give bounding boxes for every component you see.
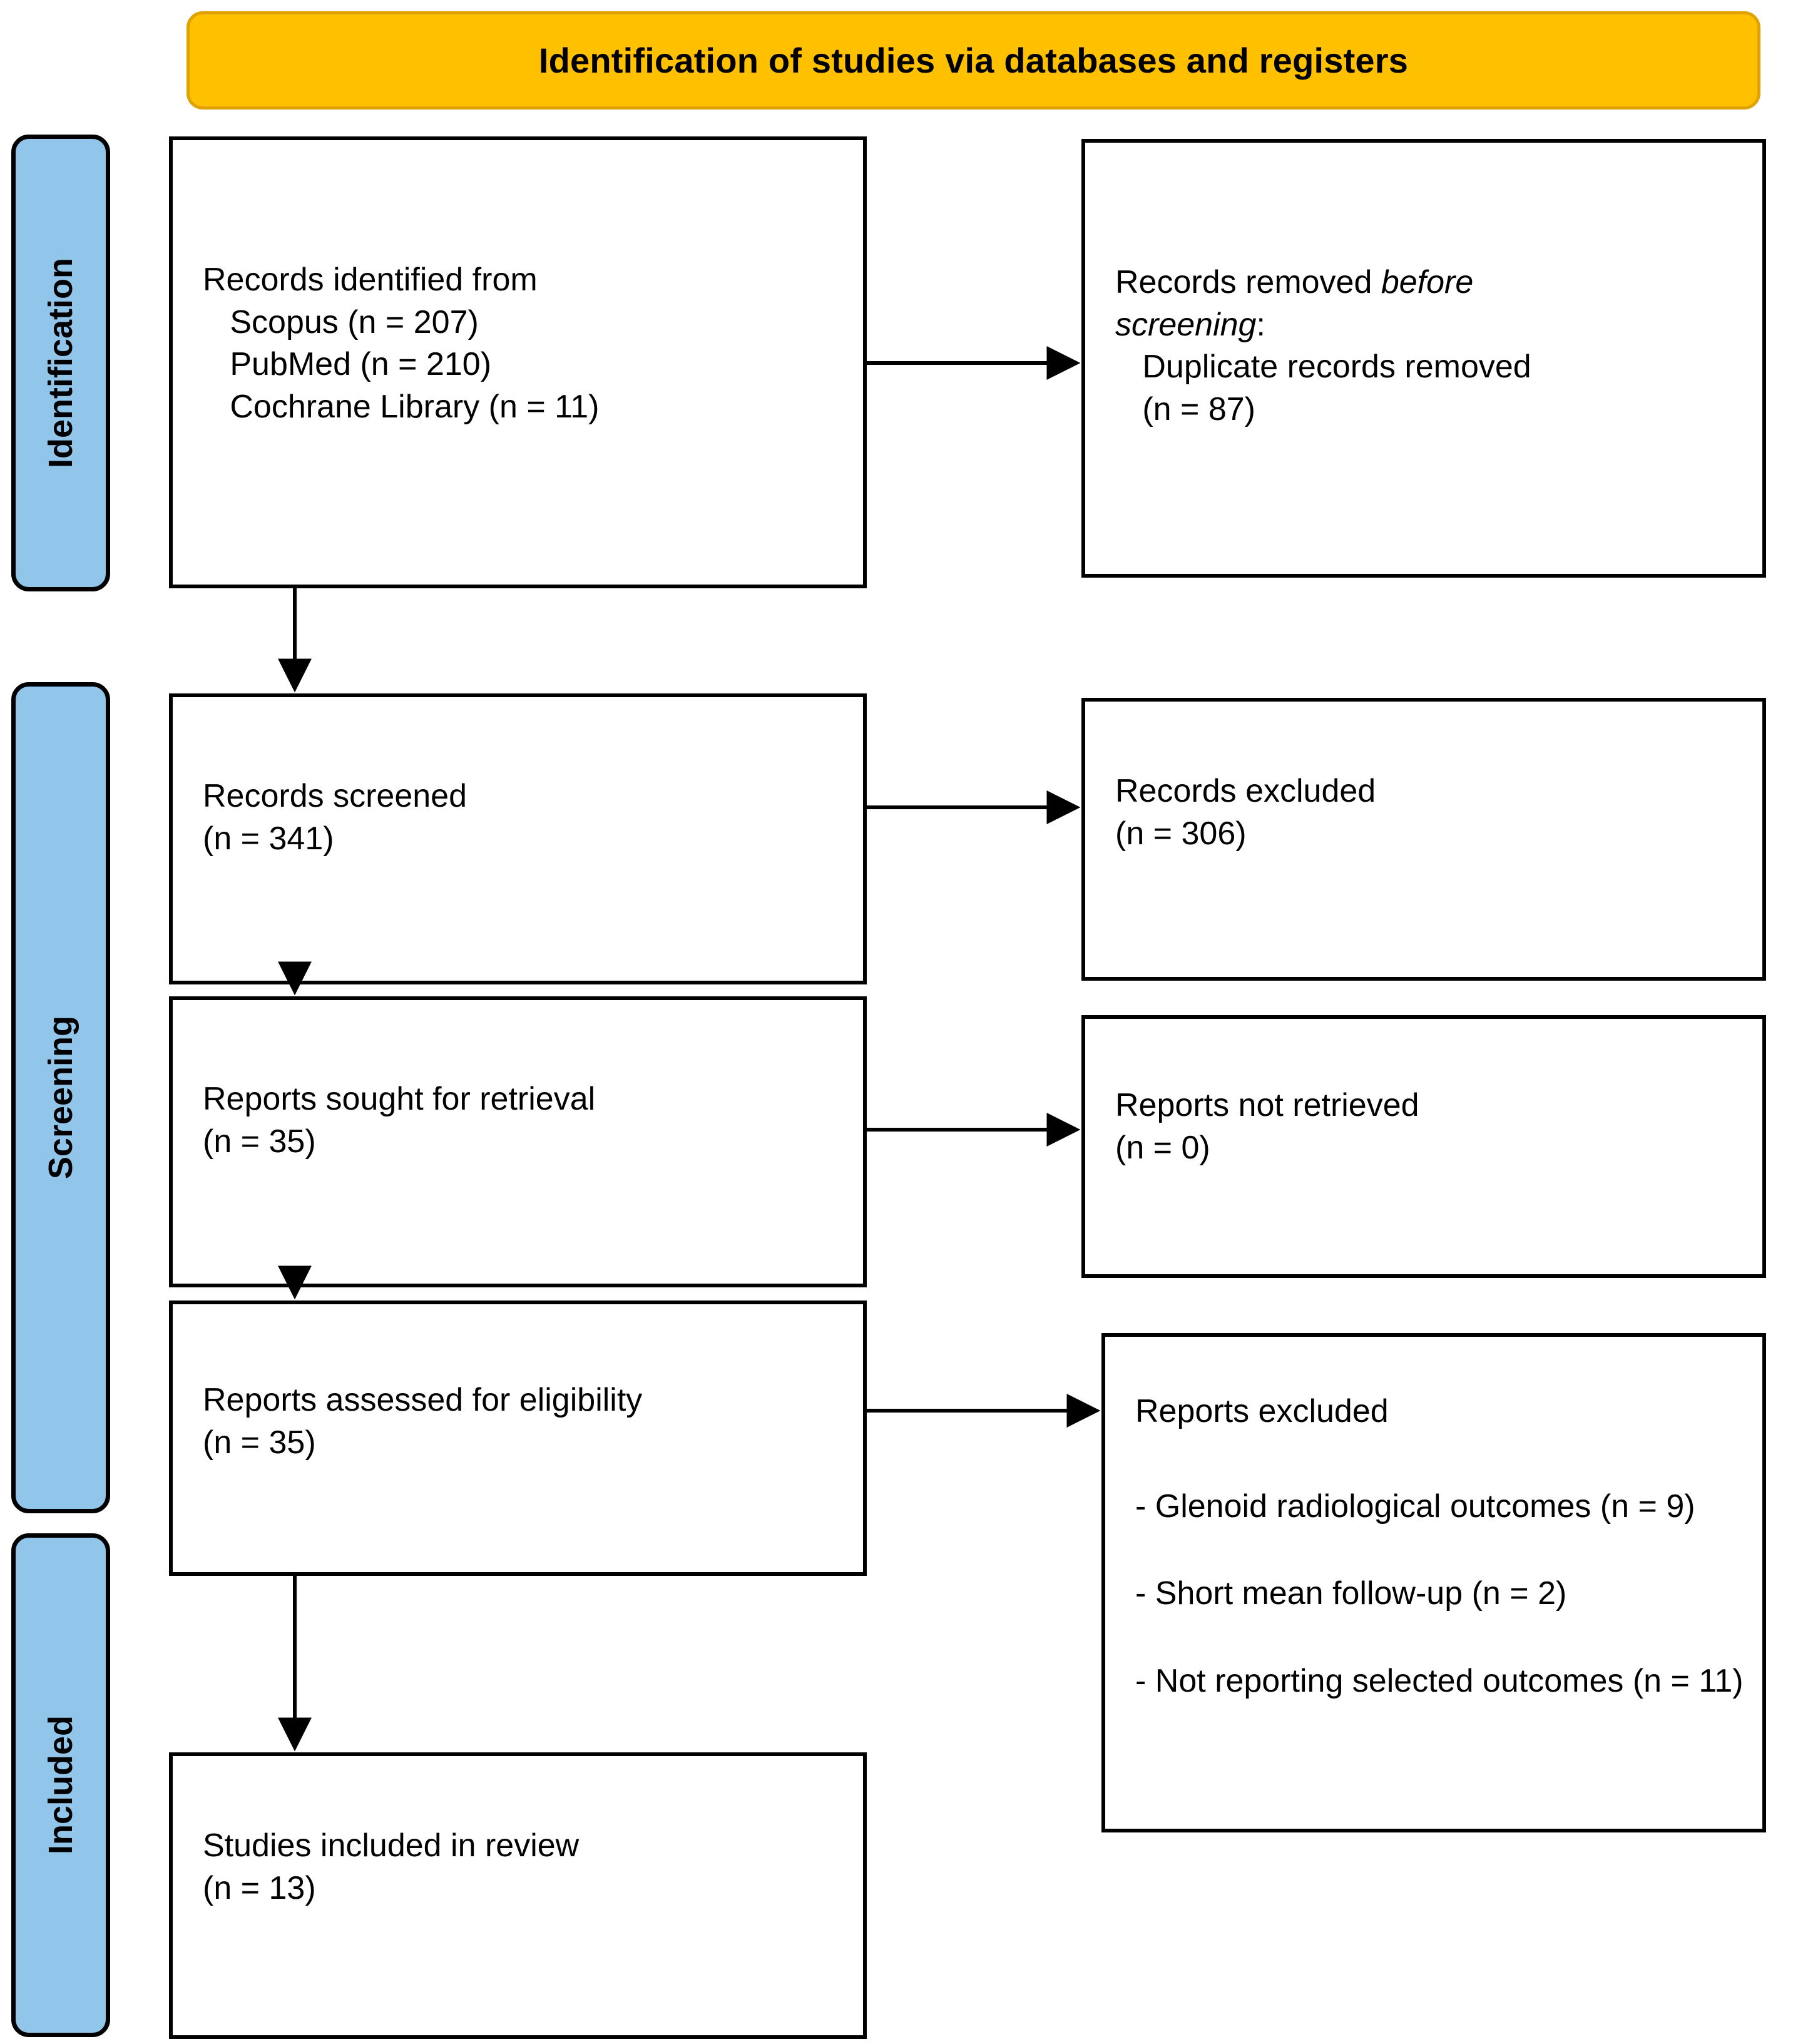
diagram-title: Identification of studies via databases …	[538, 40, 1409, 80]
removed-line1-prefix: Records removed	[1115, 264, 1381, 300]
box-records-identified-text: Records identified from Scopus (n = 207)…	[203, 262, 600, 425]
box-records-removed-before-screening: Records removed before screening: Duplic…	[1081, 139, 1766, 578]
removed-line1-italic: before	[1381, 264, 1474, 300]
box-studies-included-text: Studies included in review (n = 13)	[203, 1827, 580, 1906]
box-reports-not-retrieved: Reports not retrieved (n = 0)	[1081, 1015, 1766, 1278]
box-records-excluded: Records excluded (n = 306)	[1081, 698, 1766, 981]
box-reports-sought-for-retrieval: Reports sought for retrieval (n = 35)	[169, 996, 867, 1287]
stage-bar-included: Included	[11, 1533, 110, 2037]
stage-label-identification: Identification	[42, 258, 79, 468]
box-records-screened-text: Records screened (n = 341)	[203, 778, 467, 857]
box-reports-excluded-content: Reports excluded - Glenoid radiological …	[1135, 1391, 1747, 1702]
stage-label-screening: Screening	[42, 1016, 79, 1180]
box-reports-sought-text: Reports sought for retrieval (n = 35)	[203, 1081, 596, 1160]
reports-excluded-reason-2: - Short mean follow-up (n = 2)	[1135, 1575, 1567, 1612]
removed-line3: Duplicate records removed	[1115, 349, 1531, 386]
diagram-header-banner: Identification of studies via databases …	[186, 11, 1760, 110]
stage-bar-screening: Screening	[11, 682, 110, 1513]
box-records-identified: Records identified from Scopus (n = 207)…	[169, 136, 867, 588]
box-records-screened: Records screened (n = 341)	[169, 693, 867, 984]
removed-line4: (n = 87)	[1115, 391, 1255, 427]
box-records-removed-text: Records removed before screening: Duplic…	[1115, 262, 1745, 431]
removed-line2-colon: :	[1256, 306, 1265, 343]
box-records-excluded-text: Records excluded (n = 306)	[1115, 773, 1376, 852]
stage-label-included: Included	[42, 1715, 79, 1855]
box-reports-not-retrieved-text: Reports not retrieved (n = 0)	[1115, 1087, 1419, 1166]
box-reports-assessed-text: Reports assessed for eligibility (n = 35…	[203, 1382, 643, 1461]
box-studies-included-in-review: Studies included in review (n = 13)	[169, 1752, 867, 2039]
reports-excluded-title: Reports excluded	[1135, 1393, 1389, 1429]
box-reports-assessed-for-eligibility: Reports assessed for eligibility (n = 35…	[169, 1300, 867, 1576]
box-reports-excluded: Reports excluded - Glenoid radiological …	[1101, 1333, 1766, 1832]
reports-excluded-reason-3: - Not reporting selected outcomes (n = 1…	[1135, 1662, 1744, 1699]
removed-line2-italic: screening	[1115, 306, 1257, 343]
reports-excluded-reason-1: - Glenoid radiological outcomes (n = 9)	[1135, 1488, 1695, 1525]
stage-bar-identification: Identification	[11, 135, 110, 591]
